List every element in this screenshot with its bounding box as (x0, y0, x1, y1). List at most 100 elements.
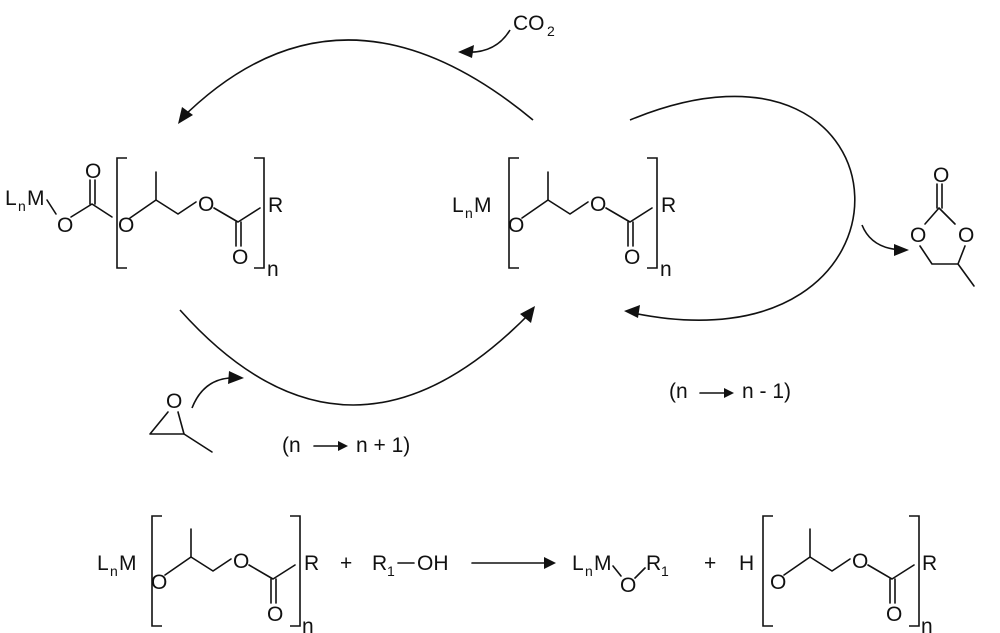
carbonyl-oxygen: O (624, 246, 640, 269)
metal-label-n: n (465, 205, 473, 221)
metal-label-L: L (5, 187, 17, 210)
repeat-count-n: n (302, 615, 314, 633)
plus-sign: + (340, 552, 352, 575)
metal-label-M: M (27, 187, 45, 210)
carbonyl-oxygen: O (886, 603, 902, 626)
ring-oxygen: O (958, 224, 974, 247)
metal-alkoxide-species: L n M O O O R n (452, 157, 676, 281)
left-bracket (151, 515, 162, 627)
bond (634, 567, 646, 579)
epoxide-insertion-arc (179, 309, 534, 406)
backbiting-arc (627, 95, 856, 321)
carbonyl-double-bond (889, 578, 896, 604)
oxygen-atom: O (770, 571, 786, 594)
oxygen-atom: O (57, 214, 73, 237)
repeat-count-n: n (660, 258, 672, 281)
ring-oxygen: O (910, 224, 926, 247)
metal-label-M: M (594, 552, 612, 575)
backbone-bonds (867, 564, 915, 580)
carbonyl-oxygen: O (933, 164, 949, 187)
repeat-count-n: n (921, 615, 933, 633)
catalytic-cycle (178, 29, 909, 409)
epoxide-oxygen: O (166, 390, 182, 413)
end-group-R: R (268, 194, 283, 217)
co2-text: CO (513, 12, 545, 35)
oxygen-atom: O (198, 193, 214, 216)
metal-label-M: M (119, 552, 137, 575)
carbonyl-double-bond (89, 179, 96, 205)
repeat-count-n: n (267, 258, 279, 281)
carbonyl-double-bond (270, 578, 277, 604)
oxygen-atom: O (620, 574, 636, 597)
carbonyl-double-bond (936, 183, 943, 209)
backbone-bonds (783, 556, 851, 576)
alcohol-R: R (372, 552, 387, 575)
metal-carbonate-species: L n M O O O O O R n (5, 157, 283, 281)
propagation-end: n + 1) (356, 434, 410, 457)
epoxide-feed-arrowhead (228, 371, 244, 384)
metal-label-M: M (474, 194, 492, 217)
end-group-R: R (304, 552, 319, 575)
alkoxide-R: R (646, 552, 661, 575)
carbonyl-oxygen: O (85, 160, 101, 183)
co2-insertion-arrowhead (178, 107, 193, 124)
ring-bonds (919, 245, 966, 265)
left-bracket (762, 515, 773, 627)
annotation-arrowhead (338, 441, 348, 451)
plus-sign: + (704, 552, 716, 575)
carbonyl-oxygen: O (267, 603, 283, 626)
metal-label-L: L (572, 552, 584, 575)
right-bracket (909, 515, 920, 627)
propagation-annotation: (n n + 1) (282, 434, 410, 457)
cyclic-carbonate-arrowhead (894, 244, 909, 256)
oxygen-atom: O (151, 571, 167, 594)
end-group-R: R (661, 194, 676, 217)
metal-label-n: n (110, 563, 118, 579)
alkoxide-subscript: 1 (661, 563, 669, 579)
annotation-arrowhead (724, 388, 734, 398)
co2-insertion-arc (179, 39, 534, 121)
propylene-carbonate: O O O (910, 164, 975, 287)
epoxide-insertion-arrowhead (520, 306, 535, 323)
chain-transfer-equation: L n M O O O R n + R 1 OH L n M O R 1 + H (97, 515, 937, 633)
oxygen-atom: O (852, 550, 868, 573)
co2-feed-arrowhead (458, 45, 474, 58)
oxygen-atom: O (590, 193, 606, 216)
propagation-start: (n (282, 434, 301, 457)
backbone-bonds (213, 207, 261, 223)
bond (612, 565, 622, 577)
metal-label-n: n (585, 563, 593, 579)
bond (70, 203, 113, 218)
backbone-bonds (605, 207, 653, 223)
ring-bonds (924, 207, 956, 225)
epoxide-feed-arc (191, 376, 241, 409)
propylene-oxide: O (149, 390, 213, 453)
backbone-bonds (129, 199, 197, 219)
hydrogen-end: H (739, 552, 754, 575)
right-bracket (254, 157, 265, 269)
backbiting-arrowhead (624, 305, 640, 318)
backbiting-end: n - 1) (742, 380, 791, 403)
left-bracket (508, 157, 519, 269)
oxygen-atom: O (233, 550, 249, 573)
metal-label-n: n (18, 198, 26, 214)
carbonyl-double-bond (235, 221, 242, 247)
backbone-bonds (164, 556, 232, 576)
methyl-bond (183, 433, 213, 453)
bond (46, 199, 57, 215)
alcohol-OH: OH (417, 552, 449, 575)
carbonyl-oxygen: O (232, 246, 248, 269)
right-bracket (290, 515, 301, 627)
backbiting-annotation: (n n - 1) (669, 380, 791, 403)
carbonyl-double-bond (627, 221, 634, 247)
backbone-bonds (521, 199, 589, 219)
end-group-R: R (922, 552, 937, 575)
backbone-bonds (248, 564, 296, 580)
methyl-bond (957, 263, 975, 287)
metal-label-L: L (97, 552, 109, 575)
oxygen-atom: O (508, 214, 524, 237)
backbiting-start: (n (669, 380, 688, 403)
right-bracket (647, 157, 658, 269)
co2-label: CO 2 (513, 12, 555, 39)
